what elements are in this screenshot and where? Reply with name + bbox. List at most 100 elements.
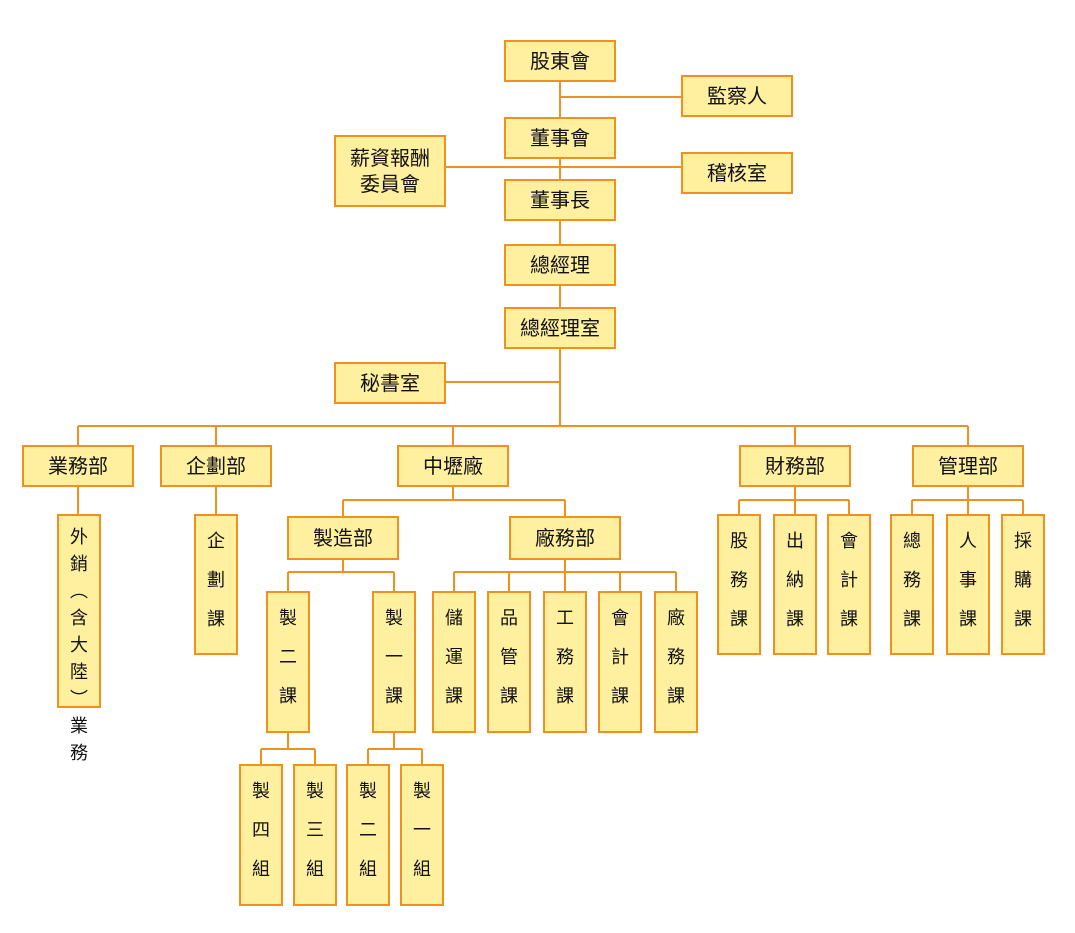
char: 計 [840, 570, 858, 591]
char: 課 [840, 609, 858, 630]
board-label: 董事會 [530, 126, 590, 150]
zhongli-plant-label: 中壢廠 [423, 454, 483, 478]
compensation-committee-line1: 薪資報酬 [350, 146, 430, 170]
char: 製 [359, 781, 377, 802]
char: 課 [959, 609, 977, 630]
char: 務 [903, 570, 921, 591]
char: 課 [1014, 609, 1032, 630]
purchasing-section-box: 採購課 [1001, 514, 1045, 655]
export-char: 含 [70, 608, 88, 629]
export-char: 業 [70, 716, 88, 737]
char: 課 [786, 609, 804, 630]
char: 課 [207, 609, 225, 630]
mfg-group-3-box: 製三組 [293, 764, 337, 906]
char: 組 [359, 859, 377, 880]
char: 課 [667, 686, 685, 707]
export-char: 務 [70, 743, 88, 764]
char: 務 [730, 570, 748, 591]
char: 一 [385, 647, 403, 668]
char: 製 [306, 781, 324, 802]
export-char: ︵ [70, 581, 88, 602]
admin-dept-box: 管理部 [912, 445, 1024, 487]
export-char: ︶ [70, 689, 88, 710]
char: 務 [667, 647, 685, 668]
manufacturing-dept-label: 製造部 [313, 526, 373, 550]
char: 課 [500, 686, 518, 707]
general-manager-box: 總經理 [504, 244, 616, 286]
char: 廠 [667, 608, 685, 629]
char: 人 [959, 531, 977, 552]
char: 務 [556, 647, 574, 668]
stock-affairs-section-box: 股務課 [717, 514, 761, 655]
chairman-label: 董事長 [530, 188, 590, 212]
zhongli-plant-box: 中壢廠 [397, 445, 509, 487]
board-box: 董事會 [504, 117, 616, 159]
plant-affairs-dept-label: 廠務部 [535, 526, 595, 550]
audit-office-box: 稽核室 [681, 152, 793, 194]
admin-dept-label: 管理部 [938, 454, 998, 478]
finance-dept-box: 財務部 [739, 445, 851, 487]
char: 管 [500, 647, 518, 668]
secretary-office-box: 秘書室 [334, 362, 446, 404]
mfg-section-1-box: 製一課 [372, 591, 416, 733]
char: 二 [279, 647, 297, 668]
audit-office-label: 稽核室 [707, 161, 767, 185]
export-sales-box: 外 銷 ︵ 含 大 陸 ︶ 業 務 [57, 514, 101, 764]
char: 組 [306, 859, 324, 880]
shareholders-box: 股東會 [504, 40, 616, 82]
char: 組 [252, 859, 270, 880]
mfg-group-4-box: 製四組 [239, 764, 283, 906]
char: 製 [413, 781, 431, 802]
char: 購 [1014, 570, 1032, 591]
char: 製 [252, 781, 270, 802]
general-manager-label: 總經理 [530, 253, 590, 277]
planning-section-box: 企劃課 [194, 514, 238, 655]
char: 課 [445, 686, 463, 707]
finance-dept-label: 財務部 [765, 454, 825, 478]
mfg-group-2-box: 製二組 [346, 764, 390, 906]
gm-office-box: 總經理室 [504, 307, 616, 349]
qc-section-box: 品管課 [487, 591, 531, 733]
char: 劃 [207, 570, 225, 591]
char: 製 [385, 608, 403, 629]
char: 股 [730, 531, 748, 552]
char: 一 [413, 820, 431, 841]
char: 會 [840, 531, 858, 552]
export-char: 大 [70, 635, 88, 656]
char: 品 [500, 608, 518, 629]
char: 課 [279, 686, 297, 707]
char: 組 [413, 859, 431, 880]
export-char: 外 [70, 527, 88, 548]
cashier-section-box: 出納課 [773, 514, 817, 655]
export-char: 銷 [70, 554, 88, 575]
mfg-section-2-box: 製二課 [266, 591, 310, 733]
manufacturing-dept-box: 製造部 [287, 516, 399, 560]
finance-accounting-section-box: 會計課 [827, 514, 871, 655]
char: 課 [730, 609, 748, 630]
char: 納 [786, 570, 804, 591]
char: 儲 [445, 608, 463, 629]
sales-dept-label: 業務部 [48, 454, 108, 478]
char: 課 [611, 686, 629, 707]
sales-dept-box: 業務部 [22, 445, 134, 487]
char: 三 [306, 820, 324, 841]
planning-dept-label: 企劃部 [186, 454, 246, 478]
compensation-committee-box: 薪資報酬委員會 [334, 135, 446, 207]
char: 採 [1014, 531, 1032, 552]
char: 事 [959, 570, 977, 591]
mfg-group-1-box: 製一組 [400, 764, 444, 906]
shareholders-label: 股東會 [530, 49, 590, 73]
secretary-office-label: 秘書室 [360, 371, 420, 395]
supervisor-label: 監察人 [707, 84, 767, 108]
storage-section-box: 儲運課 [432, 591, 476, 733]
char: 運 [445, 647, 463, 668]
char: 工 [556, 608, 574, 629]
char: 企 [207, 531, 225, 552]
char: 出 [786, 531, 804, 552]
char: 製 [279, 608, 297, 629]
char: 二 [359, 820, 377, 841]
char: 總 [903, 531, 921, 552]
engineering-section-box: 工務課 [543, 591, 587, 733]
export-char: 陸 [70, 662, 88, 683]
